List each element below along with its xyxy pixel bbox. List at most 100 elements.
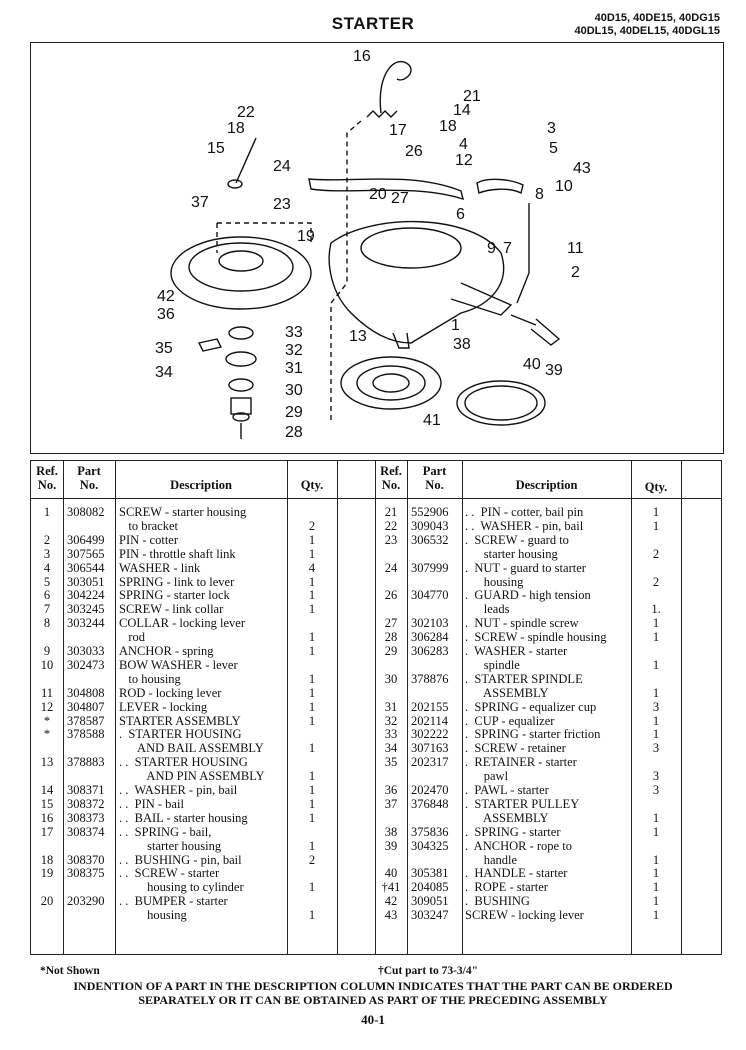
cell-part: 304224 bbox=[67, 588, 105, 603]
cell-desc: ANCHOR - spring bbox=[119, 644, 214, 658]
cell-desc: ASSEMBLY bbox=[465, 810, 549, 825]
cell-ref: 34 bbox=[384, 741, 398, 756]
pulley-hub-drawing bbox=[218, 250, 264, 272]
callout: 37 bbox=[191, 194, 209, 211]
cell-part: 304808 bbox=[67, 685, 105, 700]
cell-part: 202155 bbox=[411, 699, 449, 714]
callout: 42 bbox=[157, 288, 175, 305]
cell-ref: 19 bbox=[40, 866, 54, 881]
header-ref-left: Ref.No. bbox=[36, 464, 58, 492]
cell-part: 304325 bbox=[411, 838, 449, 853]
cell-ref: †41 bbox=[381, 880, 401, 895]
cell-part: 376848 bbox=[411, 796, 449, 811]
cell-desc: STARTER ASSEMBLY bbox=[119, 713, 241, 728]
cell-ref: 5 bbox=[43, 574, 51, 589]
cell-ref: 43 bbox=[384, 908, 398, 923]
cell-desc: . . PIN - cotter, bail pin bbox=[465, 505, 584, 519]
callout: 32 bbox=[285, 342, 303, 359]
cell-ref: 2 bbox=[43, 532, 51, 547]
cell-ref: * bbox=[43, 713, 51, 728]
rope-coil-inner bbox=[464, 385, 538, 421]
callout: 4 bbox=[459, 136, 468, 153]
cell-desc: handle bbox=[465, 852, 518, 867]
cell-qty: 1 bbox=[652, 894, 660, 909]
cell-ref: 38 bbox=[384, 824, 398, 839]
cell-ref: 8 bbox=[43, 616, 51, 631]
cell-part: 308374 bbox=[67, 824, 105, 839]
cell-desc: . . PIN - bail bbox=[119, 796, 184, 811]
cell-desc: . STARTER PULLEY bbox=[465, 796, 580, 811]
callout: 31 bbox=[285, 360, 303, 377]
cell-desc: to bracket bbox=[119, 518, 179, 533]
cell-desc: housing bbox=[119, 908, 187, 923]
cell-part: 306544 bbox=[67, 560, 105, 575]
indention-note-line-1: INDENTION OF A PART IN THE DESCRIPTION C… bbox=[73, 979, 673, 993]
indention-note: INDENTION OF A PART IN THE DESCRIPTION C… bbox=[0, 979, 746, 1007]
cell-part: 308373 bbox=[67, 810, 105, 825]
cell-desc: . . WASHER - pin, bail bbox=[465, 518, 584, 533]
model-list: 40D15, 40DE15, 40DG15 40DL15, 40DEL15, 4… bbox=[574, 12, 720, 38]
cell-ref: 39 bbox=[384, 838, 398, 853]
callout: 13 bbox=[349, 328, 367, 345]
cell-part: 202114 bbox=[411, 713, 449, 728]
cell-desc: to housing bbox=[119, 671, 181, 686]
callout: 43 bbox=[573, 160, 591, 177]
callout: 18 bbox=[439, 118, 457, 135]
rope-coil-outer bbox=[456, 380, 546, 426]
callout: 38 bbox=[453, 336, 471, 353]
cell-ref: 22 bbox=[384, 518, 398, 533]
cell-part: 305381 bbox=[411, 866, 449, 881]
friction-spring-drawing bbox=[225, 351, 257, 367]
cell-qty: 1 bbox=[308, 644, 316, 658]
callout: 36 bbox=[157, 306, 175, 323]
cell-desc: . SCREW - retainer bbox=[465, 741, 566, 756]
cell-desc: pawl bbox=[465, 769, 509, 784]
callout: 1 bbox=[451, 317, 460, 334]
cell-part: 307999 bbox=[411, 560, 449, 575]
cell-part: 306532 bbox=[411, 532, 449, 547]
handle-drawing bbox=[510, 314, 561, 346]
cell-ref: 32 bbox=[384, 713, 398, 728]
callout: 10 bbox=[555, 178, 573, 195]
cell-desc: . RETAINER - starter bbox=[465, 755, 577, 770]
cell-desc: . . STARTER HOUSING bbox=[119, 755, 248, 770]
cell-part: 307163 bbox=[411, 741, 449, 756]
cell-qty: 1 bbox=[652, 713, 660, 728]
cell-desc: . SPRING - starter friction bbox=[465, 727, 601, 742]
cell-desc: ASSEMBLY bbox=[465, 685, 549, 700]
cell-qty: 1 bbox=[652, 616, 660, 631]
cell-part: 303247 bbox=[411, 908, 449, 923]
pin-head-drawing bbox=[227, 179, 243, 189]
cell-desc: PIN - cotter bbox=[119, 532, 179, 547]
cell-desc: . ROPE - starter bbox=[465, 880, 548, 895]
callout: 18 bbox=[227, 120, 245, 137]
cell-ref: 35 bbox=[384, 755, 398, 770]
callout: 8 bbox=[535, 186, 544, 203]
callout: 34 bbox=[155, 364, 173, 381]
cell-desc: SPRING - starter lock bbox=[119, 588, 230, 603]
callout: 9 bbox=[487, 240, 496, 257]
cell-desc: . NUT - spindle screw bbox=[465, 616, 579, 631]
cell-ref: 26 bbox=[384, 588, 398, 603]
cell-desc: spindle bbox=[465, 657, 520, 672]
callout: 5 bbox=[549, 140, 558, 157]
cell-qty: 1 bbox=[308, 671, 316, 686]
cell-ref: 40 bbox=[384, 866, 398, 881]
cell-qty: 1 bbox=[652, 518, 660, 533]
housing-foot-drawing bbox=[392, 332, 410, 349]
callout: 35 bbox=[155, 340, 173, 357]
cell-ref: 4 bbox=[43, 560, 51, 575]
cell-qty: 3 bbox=[652, 741, 660, 756]
cell-ref: 1 bbox=[43, 505, 51, 519]
cell-ref: * bbox=[43, 727, 51, 742]
cell-qty: 1 bbox=[652, 824, 660, 839]
callout: 33 bbox=[285, 324, 303, 341]
spindle-drawing bbox=[230, 397, 252, 415]
bail-pin-drawing bbox=[235, 137, 257, 184]
cell-qty: 1 bbox=[308, 588, 316, 603]
cell-desc: . BUSHING bbox=[465, 894, 530, 909]
cell-part: 378588 bbox=[67, 727, 105, 742]
cell-desc: rod bbox=[119, 630, 146, 645]
cell-desc: SCREW - locking lever bbox=[465, 908, 584, 923]
cell-desc: housing bbox=[465, 574, 524, 589]
